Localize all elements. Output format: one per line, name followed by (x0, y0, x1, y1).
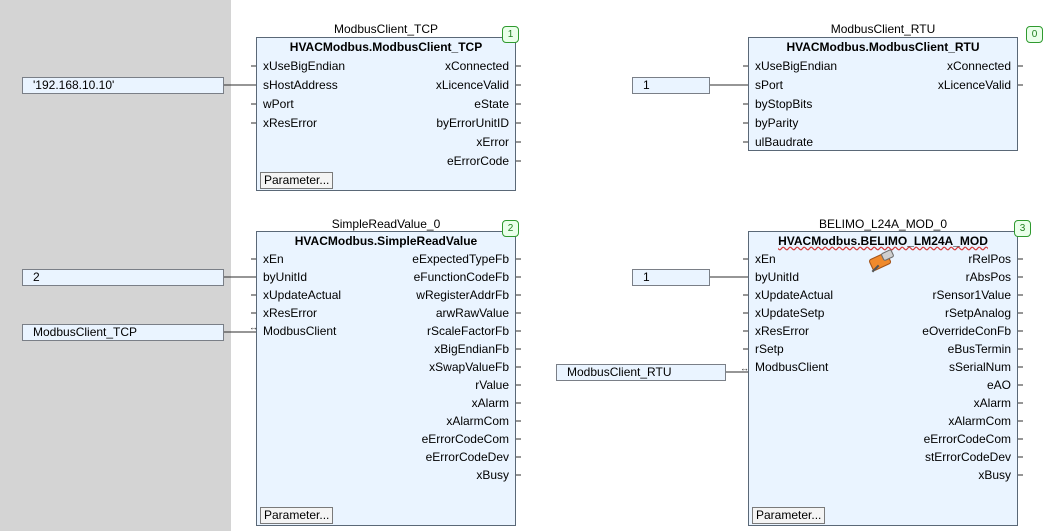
instance-name-modbusclient-rtu[interactable]: ModbusClient_RTU (830, 22, 936, 36)
fb-type-modbusclient-tcp: HVACModbus.ModbusClient_TCP (289, 40, 483, 54)
fb-belimo-lm24a-mod[interactable]: HVACModbus.BELIMO_LM24A_MOD xEn byUnitId… (748, 231, 1018, 526)
pin-in-byparity[interactable]: byParity (755, 116, 799, 130)
pin-out-arwrawvalue[interactable]: arwRawValue (435, 306, 509, 320)
pin-in-modbusclient[interactable]: ModbusClient (263, 324, 337, 338)
pin-in-ulbaudrate[interactable]: ulBaudrate (755, 135, 814, 149)
pin-out-sterrorcodedev[interactable]: stErrorCodeDev (924, 450, 1011, 464)
pin-in-xupdateactual[interactable]: xUpdateActual (263, 288, 342, 302)
pin-out-eerrorcode[interactable]: eErrorCode (446, 154, 509, 168)
pin-in-xreserror[interactable]: xResError (263, 116, 318, 130)
pin-out-xconnected[interactable]: xConnected (946, 59, 1011, 73)
inout-marker: ↔ (249, 322, 258, 332)
parameter-button[interactable]: Parameter... (260, 507, 334, 524)
pin-out-xbigendianfb[interactable]: xBigEndianFb (434, 342, 509, 356)
constant-unit-id-belimo[interactable]: 1 (632, 269, 710, 286)
pin-out-xalarm[interactable]: xAlarm (471, 396, 509, 410)
pin-out-eerrorcodecom[interactable]: eErrorCodeCom (923, 432, 1011, 446)
pin-out-eerrorcodecom[interactable]: eErrorCodeCom (421, 432, 509, 446)
pin-out-estate[interactable]: eState (474, 97, 509, 111)
constant-rtu-port[interactable]: 1 (632, 77, 710, 94)
fb-modbusclient-tcp[interactable]: HVACModbus.ModbusClient_TCP xUseBigEndia… (256, 37, 516, 191)
execution-order-badge: 2 (502, 220, 519, 237)
pin-out-rscalefactorfb[interactable]: rScaleFactorFb (426, 324, 509, 338)
pin-in-xupdatesetp[interactable]: xUpdateSetp (755, 306, 825, 320)
inout-marker: ↔ (740, 363, 749, 373)
instance-name-simplereadvalue[interactable]: SimpleReadValue_0 (331, 217, 441, 231)
fb-type-modbusclient-rtu: HVACModbus.ModbusClient_RTU (786, 40, 980, 54)
fb-type-simplereadvalue: HVACModbus.SimpleReadValue (294, 234, 478, 248)
pin-out-rrelpos[interactable]: rRelPos (968, 252, 1011, 266)
execution-order-badge: 1 (502, 26, 519, 43)
pin-out-rsensor1value[interactable]: rSensor1Value (932, 288, 1012, 302)
damper-actuator-icon (869, 249, 894, 273)
pin-out-wregisteraddrfb[interactable]: wRegisterAddrFb (416, 288, 509, 302)
instance-name-modbusclient-tcp[interactable]: ModbusClient_TCP (333, 22, 439, 36)
pin-in-byunitid[interactable]: byUnitId (755, 270, 800, 284)
pin-in-byunitid[interactable]: byUnitId (263, 270, 308, 284)
pin-stubs (251, 65, 1023, 476)
variable-modbusclient-tcp[interactable]: ModbusClient_TCP (22, 324, 224, 341)
pin-out-byerrorunitid[interactable]: byErrorUnitID (436, 116, 509, 130)
pin-out-xbusy[interactable]: xBusy (476, 468, 509, 482)
pin-out-sserialnum[interactable]: sSerialNum (948, 360, 1011, 374)
pin-out-eoverrideconfb[interactable]: eOverrideConFb (922, 324, 1011, 338)
pin-out-rabspos[interactable]: rAbsPos (965, 270, 1011, 284)
pin-out-ebustermin[interactable]: eBusTermin (947, 342, 1011, 356)
pin-out-xconnected[interactable]: xConnected (444, 59, 509, 73)
execution-order-badge: 0 (1026, 26, 1043, 43)
pin-out-xlicencevalid[interactable]: xLicenceValid (937, 78, 1011, 92)
pin-out-xlicencevalid[interactable]: xLicenceValid (435, 78, 509, 92)
pin-out-xbusy[interactable]: xBusy (978, 468, 1011, 482)
pin-in-xusebigendian[interactable]: xUseBigEndian (755, 59, 838, 73)
fb-type-belimo: HVACModbus.BELIMO_LM24A_MOD (778, 234, 988, 248)
fb-modbusclient-rtu[interactable]: HVACModbus.ModbusClient_RTU xUseBigEndia… (748, 37, 1018, 151)
pin-out-xswapvaluefb[interactable]: xSwapValueFb (429, 360, 509, 374)
pin-in-modbusclient[interactable]: ModbusClient (755, 360, 829, 374)
instance-name-belimo[interactable]: BELIMO_L24A_MOD_0 (818, 217, 948, 231)
constant-ip-address[interactable]: '192.168.10.10' (22, 77, 224, 94)
pin-in-xupdateactual[interactable]: xUpdateActual (755, 288, 834, 302)
execution-order-badge: 3 (1014, 220, 1031, 237)
parameter-button[interactable]: Parameter... (752, 507, 826, 524)
pin-out-eerrorcodedev[interactable]: eErrorCodeDev (425, 450, 509, 464)
pin-in-wport[interactable]: wPort (263, 97, 294, 111)
variable-modbusclient-rtu[interactable]: ModbusClient_RTU (556, 364, 726, 381)
pin-in-xreserror[interactable]: xResError (263, 306, 318, 320)
pin-in-sport[interactable]: sPort (755, 78, 784, 92)
pin-out-xerror[interactable]: xError (476, 135, 509, 149)
pin-out-rvalue[interactable]: rValue (475, 378, 509, 392)
pin-out-rsetpanalog[interactable]: rSetpAnalog (944, 306, 1011, 320)
pin-in-bystopbits[interactable]: byStopBits (755, 97, 813, 111)
pin-out-eexpectedtypefb[interactable]: eExpectedTypeFb (412, 252, 509, 266)
pin-in-shostaddress[interactable]: sHostAddress (263, 78, 338, 92)
pin-out-xalarm[interactable]: xAlarm (973, 396, 1011, 410)
pin-out-eao[interactable]: eAO (986, 378, 1011, 392)
pin-out-xalarmcom[interactable]: xAlarmCom (948, 414, 1011, 428)
fb-simplereadvalue[interactable]: HVACModbus.SimpleReadValue xEn byUnitId … (256, 231, 516, 526)
pin-in-xen[interactable]: xEn (755, 252, 776, 266)
pin-out-xalarmcom[interactable]: xAlarmCom (446, 414, 509, 428)
constant-unit-id-srv[interactable]: 2 (22, 269, 224, 286)
parameter-button[interactable]: Parameter... (260, 172, 334, 189)
pin-in-xen[interactable]: xEn (263, 252, 284, 266)
pin-in-xreserror[interactable]: xResError (755, 324, 810, 338)
pin-in-rsetp[interactable]: rSetp (755, 342, 784, 356)
pin-out-efunctioncodefb[interactable]: eFunctionCodeFb (413, 270, 509, 284)
pin-in-xusebigendian[interactable]: xUseBigEndian (263, 59, 346, 73)
